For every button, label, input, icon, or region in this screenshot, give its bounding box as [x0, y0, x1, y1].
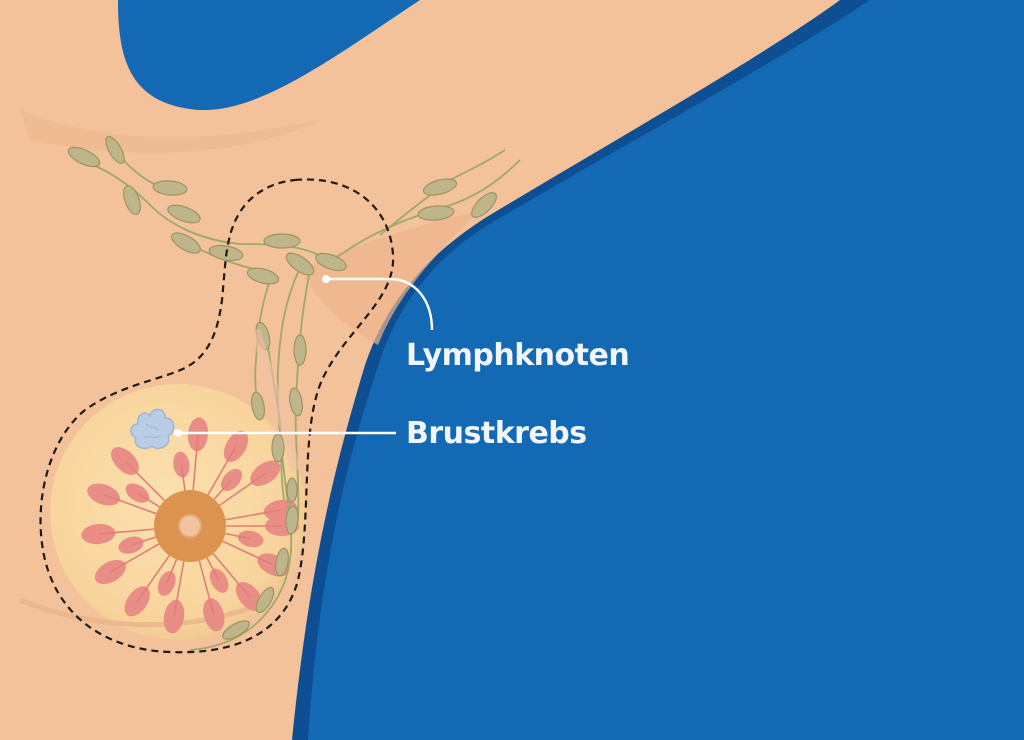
- dashed-region-outline: [39, 178, 395, 654]
- duct: [136, 492, 160, 508]
- duct: [222, 540, 274, 566]
- lymph-node: [171, 232, 201, 254]
- lymph-node: [222, 620, 250, 640]
- lymph-node-icon: [67, 136, 497, 640]
- lymph-node: [289, 387, 303, 417]
- label-lymph-nodes: Lymphknoten: [406, 338, 630, 373]
- duct: [98, 528, 155, 535]
- lymph-node: [251, 391, 265, 421]
- duct: [173, 561, 185, 617]
- lobule: [157, 571, 176, 596]
- lymph-node: [105, 136, 125, 164]
- lymph-node: [123, 185, 141, 215]
- lymph-node: [263, 233, 301, 249]
- duct: [219, 472, 266, 507]
- duct: [225, 532, 251, 540]
- duct: [124, 460, 166, 502]
- nipple: [178, 514, 202, 538]
- duct: [166, 559, 178, 584]
- duct: [198, 560, 215, 616]
- duct: [180, 464, 186, 491]
- milk-ducts: [98, 434, 282, 617]
- duct: [207, 445, 237, 496]
- callout-breast-cancer: [174, 429, 396, 437]
- lymph-node: [285, 252, 315, 276]
- duct: [192, 434, 199, 491]
- duct: [212, 553, 250, 597]
- lymph-node: [275, 547, 289, 577]
- breast-fold: [19, 597, 272, 628]
- lymph-node: [293, 334, 307, 366]
- duct: [103, 493, 157, 515]
- duct: [130, 536, 157, 546]
- lymph-node: [167, 204, 201, 224]
- duct: [109, 543, 160, 573]
- lymph-node: [271, 433, 285, 463]
- lymph-node: [315, 252, 347, 272]
- lymph-node: [422, 178, 458, 196]
- lymph-node: [255, 586, 275, 614]
- duct: [136, 555, 171, 602]
- lymph-node: [286, 477, 298, 503]
- lymph-node: [285, 505, 299, 535]
- lymph-node: [417, 205, 455, 221]
- duct: [213, 479, 233, 500]
- duct: [225, 509, 281, 521]
- lymph-node: [471, 192, 497, 218]
- duct: [206, 557, 220, 582]
- label-breast-cancer: Brustkrebs: [406, 416, 587, 451]
- lymph-node: [152, 180, 188, 196]
- tail-of-spence: [250, 328, 300, 471]
- shoulder-shade: [20, 110, 320, 153]
- lymph-node: [67, 146, 101, 168]
- callout-lymph-nodes: [322, 275, 434, 331]
- lymph-node: [246, 267, 280, 285]
- tumor-icon: [130, 408, 175, 450]
